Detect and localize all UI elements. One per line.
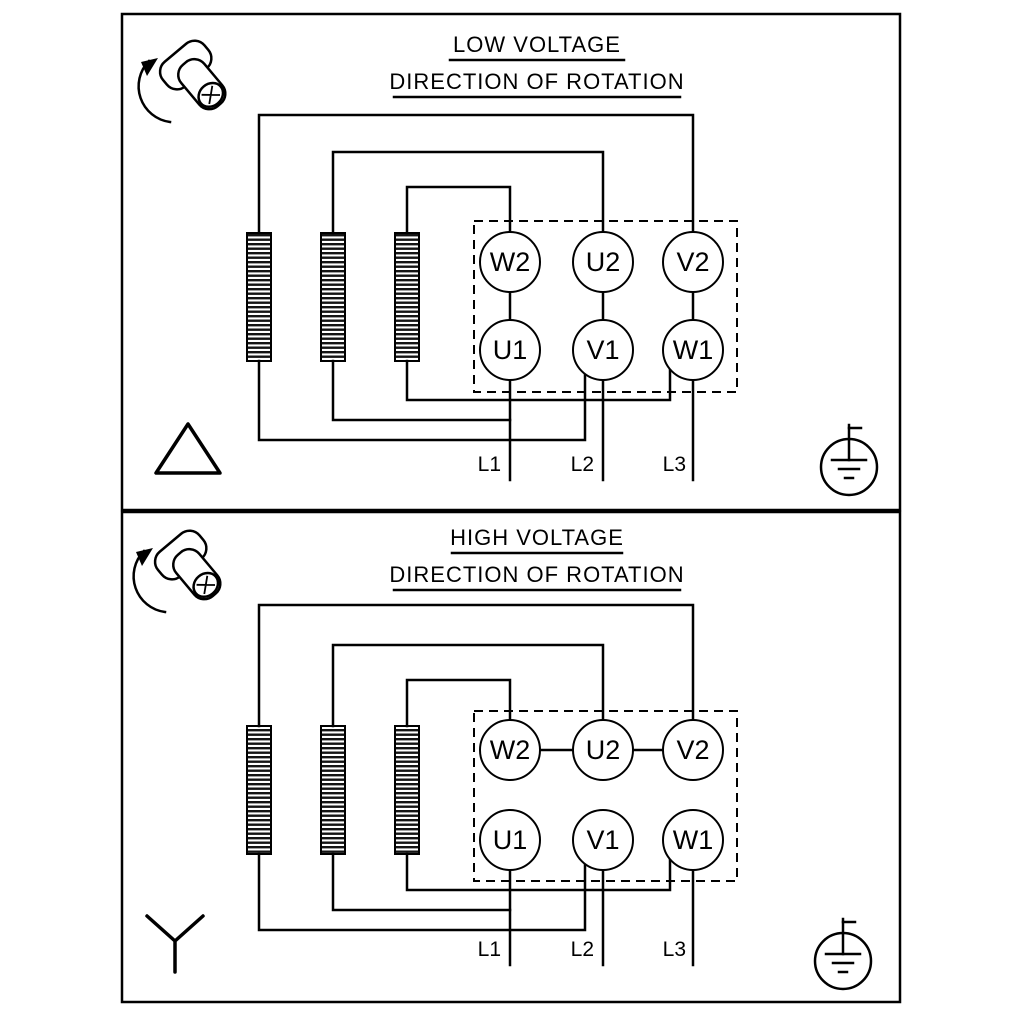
- line-label-L2: L2: [571, 453, 594, 476]
- wire-coil2-to-U2: [331, 150, 605, 235]
- coil-1: [246, 725, 272, 855]
- wire-coil3-to-W2: [405, 185, 512, 235]
- terminal-label: W2: [490, 735, 531, 765]
- terminal-circle: [662, 719, 724, 781]
- terminal-label: U1: [493, 335, 528, 365]
- terminal-label: V2: [676, 735, 709, 765]
- terminal-circle: [662, 231, 724, 293]
- rotation-arrowhead: [141, 58, 158, 76]
- rotation-arrowhead: [136, 548, 153, 566]
- terminal-circle: [572, 231, 634, 293]
- motor-rotation-icon: [137, 39, 227, 124]
- rotation-arc: [132, 549, 167, 614]
- terminal-W1: W1: [662, 319, 724, 381]
- terminal-W2: W2: [479, 231, 541, 293]
- panel-high-voltage: HIGH VOLTAGE DIRECTION OF ROTATION: [120, 510, 902, 1004]
- line-label-L2: L2: [571, 938, 594, 961]
- line-label-L3: L3: [663, 453, 686, 476]
- terminal-circle: [479, 231, 541, 293]
- terminal-box: [473, 220, 738, 393]
- shaft-cross: [196, 575, 216, 595]
- panel-border: [120, 12, 902, 512]
- terminal-label: U1: [493, 825, 528, 855]
- terminal-circle: [662, 319, 724, 381]
- wire-coil1-to-V2: [257, 603, 695, 728]
- terminal-U2: U2: [572, 719, 634, 781]
- wire-coil3-to-W1: [405, 852, 672, 892]
- rotation-arc: [137, 59, 172, 124]
- panel-subtitle: DIRECTION OF ROTATION: [389, 69, 684, 94]
- coil-3: [394, 725, 420, 855]
- terminal-label: W2: [490, 247, 531, 277]
- terminal-circle: [662, 809, 724, 871]
- wire-coil2-to-U1: [331, 359, 512, 422]
- terminal-U1: U1: [479, 809, 541, 871]
- terminal-V2: V2: [662, 719, 724, 781]
- panel-border: [120, 510, 902, 1004]
- terminal-label: V1: [586, 335, 619, 365]
- line-label-L1: L1: [478, 453, 501, 476]
- terminal-label: U2: [586, 735, 621, 765]
- terminal-V2: V2: [662, 231, 724, 293]
- terminal-label: V1: [586, 825, 619, 855]
- wire-coil3-to-W2: [405, 678, 512, 728]
- terminal-circle: [572, 809, 634, 871]
- star-shape: [145, 914, 205, 974]
- panel-low-voltage: LOW VOLTAGE DIRECTION OF ROTATION: [120, 12, 902, 512]
- terminal-V1: V1: [572, 319, 634, 381]
- earth-ground-icon: [819, 423, 879, 497]
- terminal-V1: V1: [572, 809, 634, 871]
- shaft-cross: [201, 85, 221, 105]
- terminal-circle: [479, 809, 541, 871]
- terminal-circle: [572, 719, 634, 781]
- terminal-U1: U1: [479, 319, 541, 381]
- terminal-box: [473, 710, 738, 882]
- delta-connection-icon: [154, 422, 222, 475]
- panel-subtitle: DIRECTION OF ROTATION: [389, 562, 684, 587]
- coil-2: [320, 232, 346, 362]
- wire-coil1-to-V1: [257, 359, 587, 442]
- terminal-label: W1: [673, 825, 714, 855]
- terminal-circle: [572, 319, 634, 381]
- wire-coil1-to-V2: [257, 113, 695, 235]
- panel-title: LOW VOLTAGE: [453, 32, 621, 57]
- terminal-circle: [479, 319, 541, 381]
- star-connection-icon: [145, 914, 205, 974]
- wire-coil3-to-W1: [405, 359, 672, 402]
- terminal-W2: W2: [479, 719, 541, 781]
- terminal-W1: W1: [662, 809, 724, 871]
- wire-coil2-to-U2: [331, 643, 605, 728]
- terminal-label: W1: [673, 335, 714, 365]
- coil-2: [320, 725, 346, 855]
- panel-title: HIGH VOLTAGE: [450, 525, 624, 550]
- terminal-label: V2: [676, 247, 709, 277]
- terminal-circle: [479, 719, 541, 781]
- line-label-L3: L3: [663, 938, 686, 961]
- terminal-label: U2: [586, 247, 621, 277]
- terminal-U2: U2: [572, 231, 634, 293]
- motor-rotation-icon: [132, 529, 222, 614]
- earth-ground-icon: [813, 917, 873, 991]
- coil-3: [394, 232, 420, 362]
- wire-coil2-to-U1: [331, 852, 512, 912]
- coil-1: [246, 232, 272, 362]
- wire-coil1-to-V1: [257, 852, 587, 932]
- line-label-L1: L1: [478, 938, 501, 961]
